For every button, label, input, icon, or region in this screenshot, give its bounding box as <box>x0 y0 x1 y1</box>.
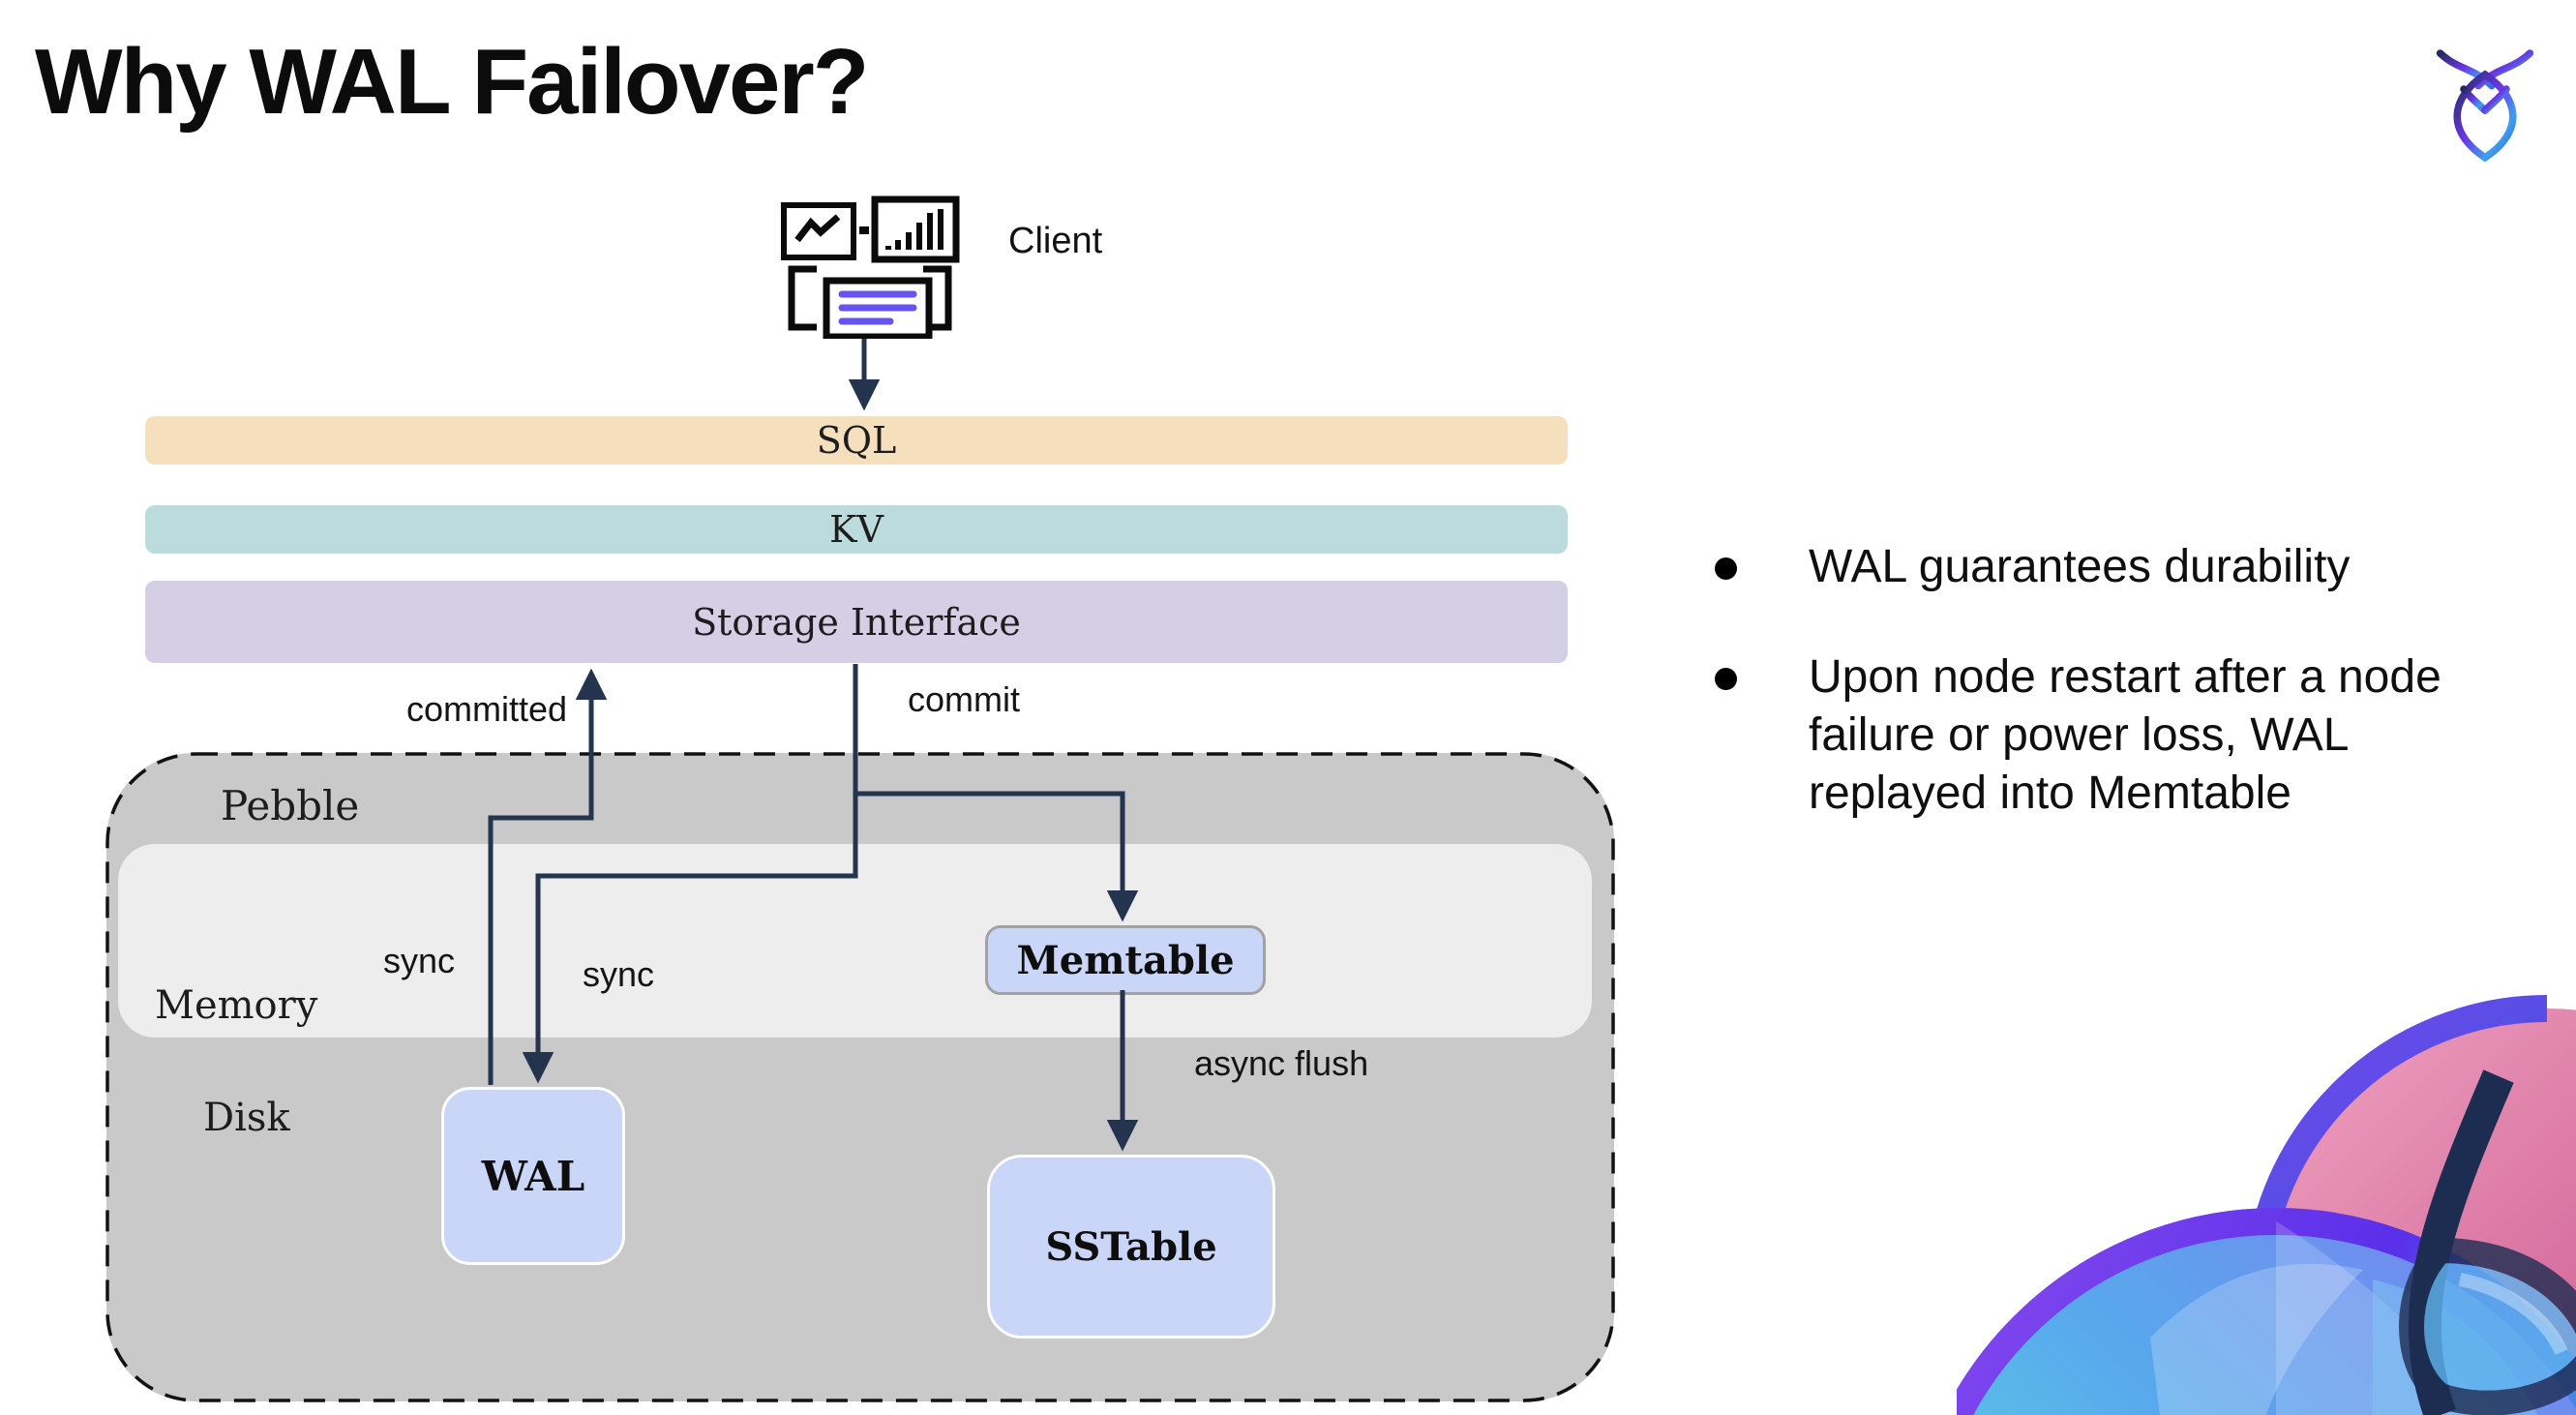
bullet-text: WAL guarantees durability <box>1809 541 2351 592</box>
brand-art <box>1957 995 2576 1415</box>
layer-storage-interface-label: Storage Interface <box>692 600 1021 644</box>
node-memtable: Memtable <box>985 925 1266 995</box>
layer-sql: SQL <box>145 416 1568 465</box>
memory-label: Memory <box>155 983 318 1028</box>
layer-kv-label: KV <box>829 508 884 551</box>
client-dashboard-icon <box>781 196 960 339</box>
bullet-dot-icon <box>1715 557 1737 580</box>
bullet-dot-icon <box>1715 668 1737 690</box>
bullet-text: Upon node restart after a node failure o… <box>1809 651 2441 819</box>
layer-sql-label: SQL <box>816 419 897 462</box>
node-sstable: SSTable <box>987 1155 1275 1339</box>
edge-label-committed: committed <box>406 689 568 729</box>
list-item: WAL guarantees durability <box>1715 538 2450 596</box>
edge-label-commit: commit <box>908 679 1020 719</box>
bullet-list: WAL guarantees durability Upon node rest… <box>1715 538 2450 875</box>
page-title: Why WAL Failover? <box>35 30 869 134</box>
edge-label-sync-left: sync <box>383 941 456 980</box>
edge-label-async-flush: async flush <box>1194 1043 1369 1083</box>
memory-band <box>118 844 1592 1038</box>
node-sstable-label: SSTable <box>1045 1223 1217 1270</box>
node-wal: WAL <box>441 1087 625 1265</box>
cockroachdb-logo-icon <box>2436 49 2534 163</box>
pebble-label: Pebble <box>221 782 360 829</box>
disk-label: Disk <box>203 1096 290 1140</box>
layer-kv: KV <box>145 505 1568 554</box>
layer-storage-interface: Storage Interface <box>145 581 1568 663</box>
client-label: Client <box>1008 221 1103 261</box>
node-memtable-label: Memtable <box>1016 937 1235 983</box>
list-item: Upon node restart after a node failure o… <box>1715 648 2450 823</box>
node-wal-label: WAL <box>481 1152 585 1200</box>
edge-label-sync-right: sync <box>583 954 655 994</box>
